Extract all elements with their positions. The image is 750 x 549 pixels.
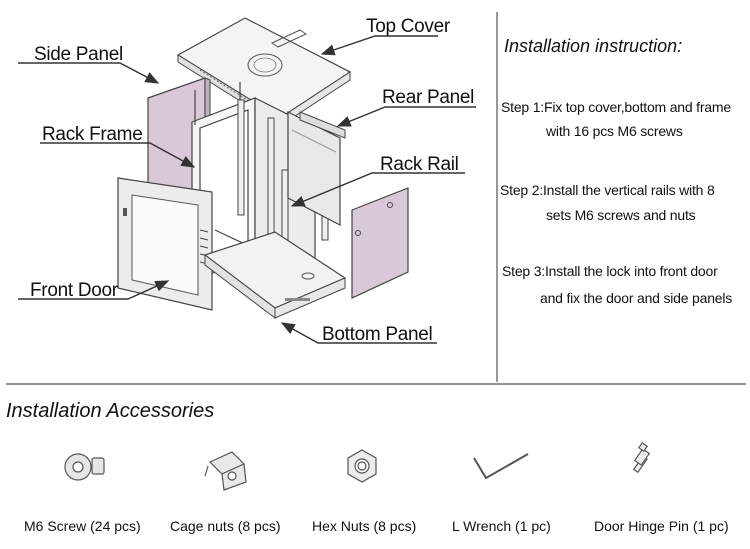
accessory-label-screw: M6 Screw (24 pcs)	[24, 518, 141, 534]
instruction-heading: Installation instruction:	[504, 36, 683, 56]
l-wrench-icon	[473, 453, 529, 480]
label-top-cover: Top Cover	[366, 16, 450, 37]
screw-icon	[64, 453, 105, 481]
hinge-pin-icon	[632, 441, 651, 474]
step1-line1: Step 1:Fix top cover,bottom and frame	[501, 99, 731, 115]
leader-arrows	[18, 35, 476, 344]
hex-nut-icon	[347, 449, 377, 483]
accessory-label-hex-nut: Hex Nuts (8 pcs)	[312, 518, 417, 534]
right-side-panel-part	[351, 187, 409, 299]
step1-line2: with 16 pcs M6 screws	[546, 123, 683, 139]
label-rack-rail: Rack Rail	[380, 154, 459, 175]
label-front-door: Front Door	[30, 280, 118, 301]
front-door-part	[117, 177, 213, 311]
step3-line2: and fix the door and side panels	[540, 290, 733, 306]
accessory-label-l-wrench: L Wrench (1 pc)	[452, 518, 551, 534]
accessories-title: Installation Accessories	[6, 400, 215, 422]
step2-line1: Step 2:Install the vertical rails with 8	[500, 182, 715, 198]
label-side-panel: Side Panel	[34, 44, 123, 65]
label-rack-frame: Rack Frame	[42, 124, 143, 145]
accessory-label-cage-nut: Cage nuts (8 pcs)	[170, 518, 281, 534]
step3-line1: Step 3:Install the lock into front door	[502, 263, 718, 279]
cage-nut-icon	[204, 451, 247, 491]
step2-line2: sets M6 screws and nuts	[546, 207, 696, 223]
label-rear-panel: Rear Panel	[382, 87, 475, 108]
label-bottom-panel: Bottom Panel	[322, 324, 433, 345]
accessory-label-hinge-pin: Door Hinge Pin (1 pc)	[594, 518, 729, 534]
bottom-panel-part	[203, 231, 347, 320]
